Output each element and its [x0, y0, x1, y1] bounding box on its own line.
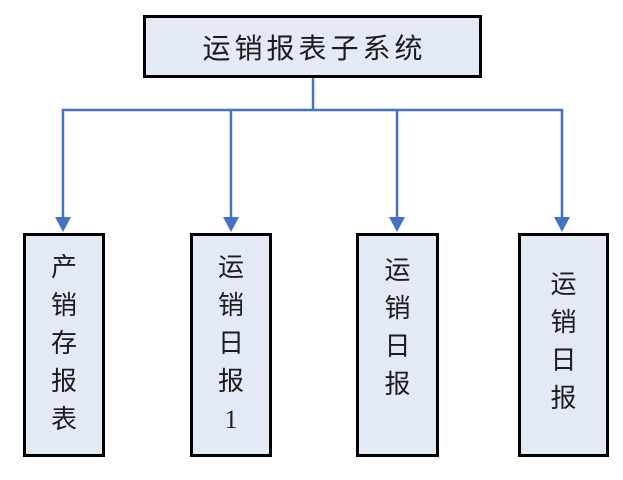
- arrowhead-down-icon: [223, 217, 239, 232]
- arrowhead-down-icon: [389, 217, 405, 232]
- child-node-1: 产销存报表: [23, 233, 105, 457]
- root-node-label: 运销报表子系统: [202, 33, 427, 65]
- child-node-label: 运销日报1: [217, 253, 244, 434]
- child-node-label: 产销存报表: [50, 253, 77, 434]
- child-node-3: 运销日报: [356, 233, 439, 457]
- child-node-label: 运销日报: [550, 270, 577, 413]
- child-node-2: 运销日报1: [190, 233, 272, 457]
- root-node: 运销报表子系统: [143, 15, 482, 78]
- connector-rail: [61, 108, 564, 218]
- child-node-label: 运销日报: [384, 256, 411, 399]
- arrowhead-down-icon: [554, 217, 570, 232]
- child-node-4: 运销日报: [518, 233, 609, 457]
- arrowhead-down-icon: [55, 217, 71, 232]
